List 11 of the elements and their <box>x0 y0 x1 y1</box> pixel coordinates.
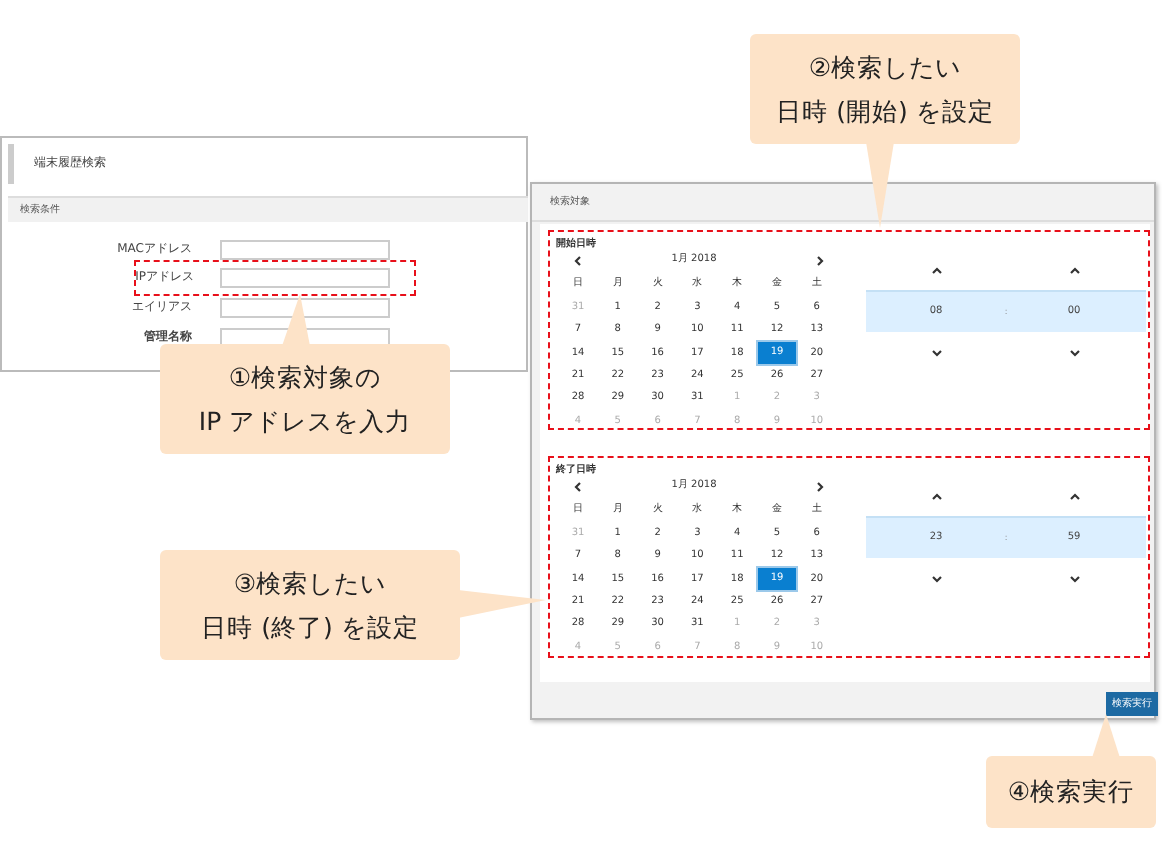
highlight-box <box>548 230 1150 430</box>
highlight-box <box>134 260 416 296</box>
search-dialog <box>530 182 1156 720</box>
pointer-arrow <box>1092 714 1120 758</box>
callout-box: ①検索対象のIP アドレスを入力 <box>160 344 450 454</box>
callout-box: ④検索実行 <box>986 756 1156 828</box>
pointer-arrow <box>866 142 894 228</box>
callout-box: ②検索したい日時 (開始) を設定 <box>750 34 1020 144</box>
highlight-box <box>548 456 1150 658</box>
pointer-arrow <box>458 590 546 618</box>
callout-box: ③検索したい日時 (終了) を設定 <box>160 550 460 660</box>
